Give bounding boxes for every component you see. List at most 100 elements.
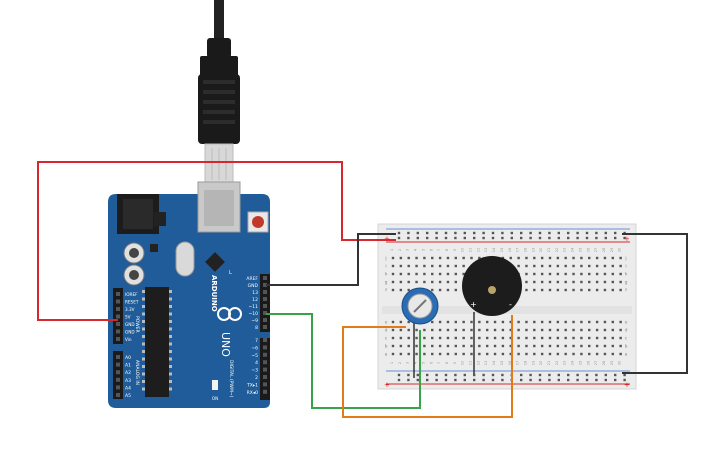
breadboard-hole [572, 288, 575, 292]
breadboard-hole [564, 288, 567, 292]
breadboard-hole [595, 328, 599, 332]
breadboard-hole [446, 280, 450, 284]
breadboard-hole [486, 328, 489, 332]
chip-pin [142, 290, 145, 293]
chip-pin [169, 387, 172, 391]
breadboard-hole [462, 320, 465, 324]
breadboard-hole [540, 320, 544, 324]
header-pin [116, 322, 120, 326]
rail-hole [435, 373, 438, 377]
chip-pin [142, 342, 145, 346]
breadboard-hole [391, 280, 395, 284]
rail-hole [501, 373, 504, 377]
rail-hole [557, 231, 560, 235]
green-wire-pin10 [266, 313, 421, 409]
breadboard-hole [446, 288, 450, 292]
row-letter: e [385, 321, 388, 326]
chip-pin [142, 312, 145, 316]
breadboard-hole [588, 288, 591, 292]
rail-hole [585, 231, 589, 235]
column-number: 27 [594, 248, 598, 253]
rail-hole [604, 231, 607, 235]
breadboard-hole [572, 256, 575, 260]
breadboard-hole [572, 264, 575, 268]
breadboard-hole [525, 280, 528, 284]
arduino-uno-board: ON L ARDUINO UNO IOREFRESET3.3V5VGNDGNDV… [108, 181, 270, 408]
breadboard-hole [611, 344, 614, 348]
header-pin [116, 370, 120, 375]
column-number: 8 [445, 361, 449, 364]
rail-hole [482, 236, 485, 240]
arduino-logo [217, 307, 242, 321]
breadboard-hole [415, 336, 418, 340]
chip-pin [142, 320, 145, 323]
digital-pin-label: 13 [252, 290, 258, 296]
breadboard-hole [431, 320, 434, 324]
chip-pin [169, 290, 172, 293]
breadboard-hole [446, 272, 450, 276]
breadboard-hole [407, 288, 410, 292]
rail-hole [595, 231, 598, 235]
breadboard-hole [564, 256, 567, 260]
breadboard-hole [533, 328, 536, 332]
crystal [175, 241, 195, 277]
breadboard-hole [407, 344, 410, 348]
header-pin [263, 345, 267, 350]
rail-hole [444, 373, 448, 377]
breadboard-hole [486, 320, 489, 324]
digital-pin-label: 7 [255, 338, 258, 344]
breadboard-hole [540, 264, 544, 268]
buzzer-center [488, 286, 496, 294]
breadboard-hole [564, 328, 567, 332]
rail-hole [567, 378, 570, 382]
breadboard-hole [423, 272, 426, 276]
column-number: 22 [555, 361, 559, 366]
breadboard-hole [470, 344, 473, 348]
rail-hole [510, 231, 513, 235]
rail-hole [454, 378, 457, 382]
rail-hole [604, 378, 607, 382]
breadboard-hole [556, 288, 560, 292]
rail-hole [501, 378, 504, 382]
breadboard-hole [588, 256, 591, 260]
rail-hole [585, 373, 589, 377]
wires [37, 161, 688, 418]
breadboard-hole [603, 352, 607, 356]
breadboard-hole [493, 344, 497, 348]
breadboard-hole [517, 344, 520, 348]
breadboard-hole [391, 272, 395, 276]
header-pin [263, 276, 267, 280]
on-label: ON [212, 396, 218, 401]
breadboard-hole [588, 352, 591, 356]
chip-pin [142, 350, 145, 353]
rail-hole [529, 378, 532, 382]
breadboard-hole [572, 336, 575, 340]
column-number: 28 [602, 247, 606, 252]
row-letter: d [385, 328, 388, 334]
header-pin [116, 329, 120, 334]
rail-hole [548, 236, 551, 240]
breadboard-hole [391, 336, 395, 340]
breadboard-hole [580, 344, 583, 348]
row-letter: j [624, 256, 626, 262]
breadboard-hole [391, 352, 395, 356]
rail-hole [614, 373, 617, 377]
breadboard-hole [540, 344, 544, 348]
breadboard-hole [556, 256, 560, 260]
rail-hole [491, 236, 495, 240]
breadboard-hole [415, 344, 418, 348]
rail-hole [473, 231, 476, 235]
breadboard-hole [454, 352, 457, 356]
rail-hole [576, 373, 579, 377]
header-pin [116, 299, 120, 304]
header-pin [116, 393, 120, 397]
chip-pin [169, 365, 172, 368]
breadboard-hole [407, 336, 410, 340]
breadboard-hole [438, 256, 442, 260]
rail-hole [444, 236, 448, 240]
breadboard-hole [454, 320, 457, 324]
breadboard-hole [603, 328, 607, 332]
row-letter: f [625, 288, 627, 294]
breadboard-hole [517, 320, 520, 324]
breadboard-hole [501, 344, 505, 348]
